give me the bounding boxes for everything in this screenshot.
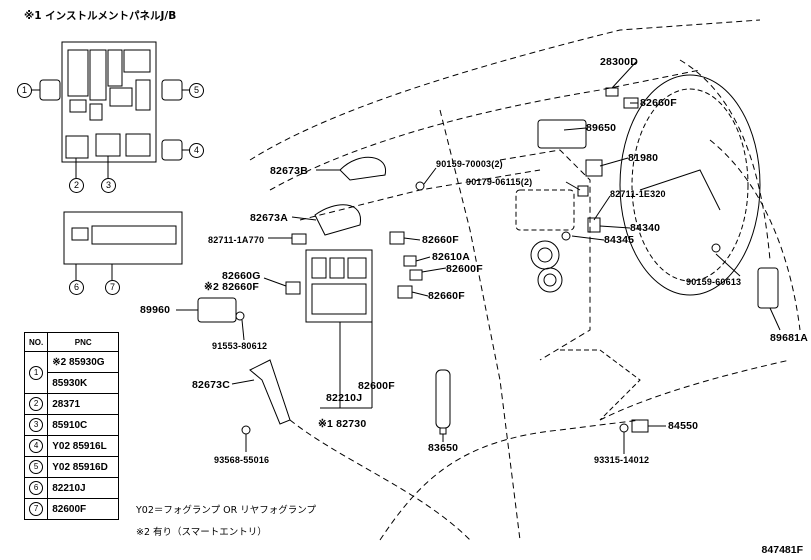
pnc-cell: 85930K: [47, 372, 120, 394]
dashboard-outline: [249, 19, 801, 541]
label-82673b: 82673B: [270, 165, 308, 177]
label-89681a: 89681A: [770, 332, 808, 344]
table-row: 3 85910C: [23, 414, 120, 436]
row-number: 1: [29, 365, 44, 380]
label-82600f-lower: 82600F: [358, 380, 395, 392]
row-number: 7: [29, 502, 44, 516]
label-83650: 83650: [428, 442, 459, 454]
row-number: 4: [29, 439, 44, 453]
junction-block-title: ※1 インストルメントパネルJ/B: [24, 10, 177, 22]
steering-wheel: [619, 74, 761, 296]
figure-number: 847481F: [761, 544, 803, 556]
callout-6: 6: [69, 280, 84, 295]
pnc-cell: 85910C: [47, 414, 120, 436]
table-row: 4 Y02 85916L: [23, 435, 120, 457]
label-89650: 89650: [586, 122, 617, 134]
junction-block-top-view: [30, 41, 190, 178]
label-90179-06115: 90179-06115(2): [466, 177, 533, 187]
callout-5: 5: [189, 83, 204, 98]
pnc-cell: Y02 85916D: [47, 456, 120, 478]
note-smart-entry: ※2 有り（スマートエントリ）: [136, 527, 267, 538]
pnc-cell: ※2 85930G: [47, 351, 120, 373]
label-89960: 89960: [140, 304, 171, 316]
label-82660f-lower: 82660F: [428, 290, 465, 302]
row-number: 6: [29, 481, 44, 495]
header-no: NO.: [23, 332, 49, 352]
callout-7: 7: [105, 280, 120, 295]
label-82600f-upper: 82600F: [446, 263, 483, 275]
label-93568-55016: 93568-55016: [214, 455, 270, 465]
table-row: 2 28371: [23, 393, 120, 415]
table-row: 5 Y02 85916D: [23, 456, 120, 478]
table-row: 6 82210J: [23, 477, 120, 499]
row-number: 3: [29, 418, 44, 432]
label-84340: 84340: [630, 222, 661, 234]
pnc-cell: 82210J: [47, 477, 120, 499]
label-91553-80612: 91553-80612: [212, 341, 268, 351]
row-number: 5: [29, 460, 44, 474]
label-82673a: 82673A: [250, 212, 288, 224]
label-84345: 84345: [604, 234, 635, 246]
label-90159-70003: 90159-70003(2): [436, 159, 503, 169]
junction-block-side-view: [63, 211, 183, 280]
callout-2: 2: [69, 178, 84, 193]
label-90159-60613: 90159-60613: [686, 277, 742, 287]
label-82660f-upper: 82660F: [640, 97, 677, 109]
callout-3: 3: [101, 178, 116, 193]
table-row: 7 82600F: [23, 498, 120, 520]
header-pnc: PNC: [47, 332, 120, 352]
label-82711-1e320: 82711-1E320: [610, 189, 666, 199]
row-number: 2: [29, 397, 44, 411]
label-81980: 81980: [628, 152, 659, 164]
callout-1: 1: [17, 83, 32, 98]
label-82210j: 82210J: [326, 392, 363, 404]
label-28300d: 28300D: [600, 56, 638, 68]
pnc-cell: Y02 85916L: [47, 435, 120, 457]
label-82660g: 82660G: [222, 270, 261, 282]
label-82660f-smart: ※2 82660F: [204, 281, 259, 293]
leader-lines: [176, 61, 781, 454]
label-82660f-mid: 82660F: [422, 234, 459, 246]
pnc-cell: 28371: [47, 393, 120, 415]
label-82711-1a770: 82711-1A770: [208, 235, 265, 245]
connectors: [197, 87, 779, 435]
label-82730: ※1 82730: [318, 418, 367, 430]
pnc-table: NO. PNC 1 ※2 85930G 85930K 2 28371 3 859…: [23, 332, 120, 520]
center-console: [515, 189, 641, 421]
note-y02: Y02＝フォグランプ OR リヤフォグランプ: [136, 505, 316, 516]
table-header-row: NO. PNC: [23, 332, 120, 352]
label-84550: 84550: [668, 420, 699, 432]
callout-4: 4: [189, 143, 204, 158]
label-93315-14012: 93315-14012: [594, 455, 650, 465]
label-82610a: 82610A: [432, 251, 470, 263]
label-82673c: 82673C: [192, 379, 230, 391]
pnc-cell: 82600F: [47, 498, 120, 520]
brackets: [249, 156, 386, 425]
table-row: 1 ※2 85930G: [23, 351, 120, 394]
